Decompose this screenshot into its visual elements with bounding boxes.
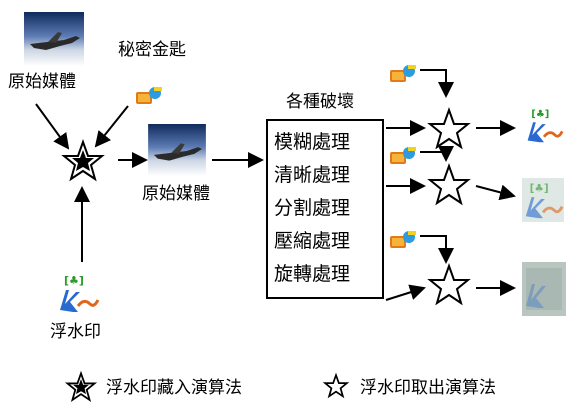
- attack-sharpen: 清晰處理: [274, 164, 351, 186]
- attack-compress: 壓縮處理: [274, 230, 351, 252]
- double-star-icon: [61, 139, 105, 182]
- key-icon: [136, 87, 162, 104]
- watermark-logo-extracted: [♣]: [527, 109, 564, 143]
- key-icon: [390, 231, 416, 248]
- attack-blur: 模糊處理: [274, 131, 351, 153]
- attacks-box: 模糊處理 清晰處理 分割處理 壓縮處理 旋轉處理: [266, 119, 384, 299]
- watermark-logo: [♣]: [60, 274, 100, 312]
- watermark-logo-extracted-degraded: [522, 262, 566, 316]
- secret-key-label: 秘密金匙: [118, 40, 186, 60]
- watermark-label: 浮水印: [50, 322, 101, 342]
- svg-text:[♣]: [♣]: [64, 274, 84, 287]
- svg-text:[♣]: [♣]: [530, 182, 549, 194]
- attack-rotate: 旋轉處理: [274, 263, 351, 285]
- legend-embed-label: 浮水印藏入演算法: [106, 378, 242, 398]
- outline-star-icon: [427, 107, 471, 150]
- outline-star-icon: [427, 263, 471, 306]
- legend-extract-star-icon: [322, 372, 350, 399]
- legend-embed-star-icon: [64, 370, 98, 402]
- attack-crop: 分割處理: [274, 197, 351, 219]
- original-media-image-top: [24, 12, 84, 66]
- original-media-label-top: 原始媒體: [8, 72, 76, 92]
- key-icon: [390, 147, 416, 164]
- original-media-image-mid: [148, 124, 206, 176]
- key-icon: [390, 65, 416, 82]
- original-media-label-mid: 原始媒體: [142, 184, 210, 204]
- legend-extract-label: 浮水印取出演算法: [360, 378, 496, 398]
- outline-star-icon: [427, 163, 471, 206]
- attacks-title: 各種破壞: [286, 92, 354, 112]
- svg-text:[♣]: [♣]: [531, 109, 549, 120]
- watermark-logo-extracted-noisy: [♣]: [522, 178, 564, 222]
